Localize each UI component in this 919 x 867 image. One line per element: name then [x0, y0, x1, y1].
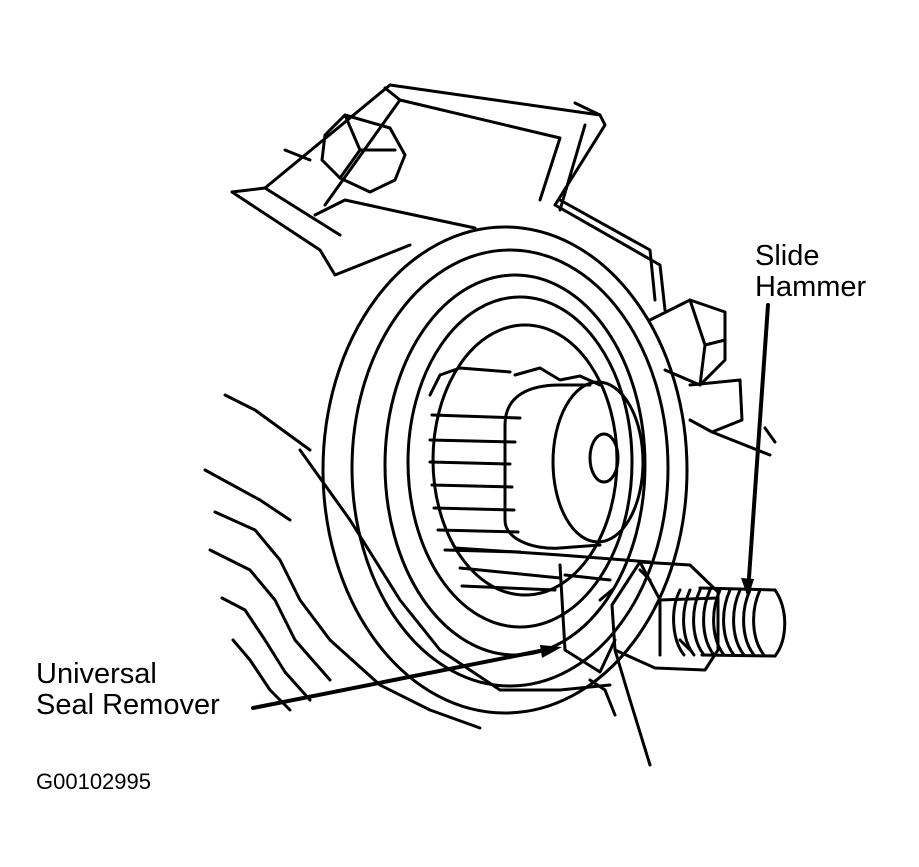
seal-housing-rings [321, 225, 689, 715]
threaded-rod [672, 586, 787, 658]
housing-bracket [230, 83, 667, 312]
figure-code: G00102995 [36, 769, 151, 794]
slide-hammer-leader [746, 303, 770, 594]
seal-remover-leader [251, 646, 557, 710]
slide-hammer-label: Slide Hammer [755, 241, 866, 303]
side-bolt [648, 298, 777, 457]
engine-block-contours [203, 393, 612, 730]
seal-remover-tool [453, 546, 652, 767]
seal-remover-arrowhead [540, 645, 562, 658]
shaft-end [503, 380, 645, 550]
slide-hammer-arrowhead [741, 578, 754, 598]
seal-remover-label: Universal Seal Remover [36, 659, 220, 721]
upper-bolt [320, 113, 407, 194]
slide-hammer-label-line2: Hammer [755, 271, 867, 303]
seal-remover-label-line2: Seal Remover [36, 689, 220, 721]
seal-remover-label-line1: Universal [36, 658, 157, 690]
leader-lines [251, 303, 770, 710]
slide-hammer-label-line1: Slide [755, 240, 820, 272]
leader-arrowheads [540, 578, 754, 658]
